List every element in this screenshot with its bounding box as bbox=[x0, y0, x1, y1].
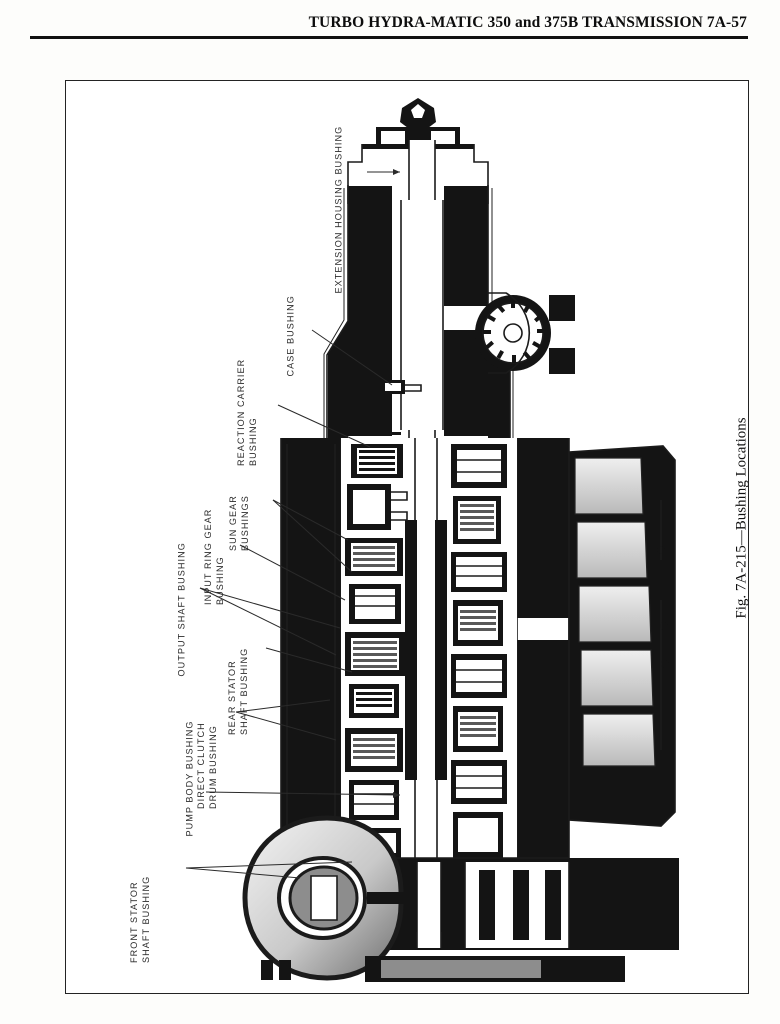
callout-line-1: SUN GEAR bbox=[228, 495, 238, 551]
header-rule bbox=[30, 36, 748, 39]
callout-line-2: SHAFT BUSHING bbox=[238, 647, 249, 735]
transmission-sectional-illustration bbox=[242, 98, 679, 982]
callout-line-1: REACTION CARRIER bbox=[236, 358, 246, 466]
callout-line-2: BUSHING bbox=[214, 556, 225, 605]
callout-line-1: INPUT RING GEAR bbox=[203, 508, 213, 605]
callout-line-1: FRONT STATOR bbox=[129, 881, 139, 963]
callout-line-2: BUSHING bbox=[247, 417, 258, 466]
callout-line-2: DRUM BUSHING bbox=[207, 725, 218, 809]
callout-line-2: BUSHINGS bbox=[239, 495, 250, 551]
callout-line-1: CASE BUSHING bbox=[285, 295, 296, 377]
callout-case-bushing: CASE BUSHING bbox=[286, 295, 298, 376]
callout-input-ring-gear-bushing: INPUT RING GEAR BUSHING bbox=[203, 509, 226, 605]
callout-line-1: PUMP BODY BUSHING bbox=[184, 720, 195, 837]
callout-line-1: OUTPUT SHAFT BUSHING bbox=[176, 542, 187, 677]
callout-output-shaft-bushing: OUTPUT SHAFT BUSHING bbox=[177, 542, 189, 676]
callout-extension-housing-bushing: EXTENSION HOUSING BUSHING bbox=[334, 126, 346, 294]
callout-direct-clutch-drum-bushing: DIRECT CLUTCH DRUM BUSHING bbox=[196, 722, 219, 809]
page-header: TURBO HYDRA-MATIC 350 and 375B TRANSMISS… bbox=[0, 8, 780, 38]
callout-line-1: EXTENSION HOUSING BUSHING bbox=[333, 125, 344, 294]
callout-line-2: SHAFT BUSHING bbox=[140, 875, 151, 963]
running-head-title: TURBO HYDRA-MATIC 350 and 375B TRANSMISS… bbox=[308, 14, 747, 31]
callout-pump-body-bushing: PUMP BODY BUSHING bbox=[185, 720, 197, 836]
callout-front-stator-shaft-bushing: FRONT STATOR SHAFT BUSHING bbox=[129, 876, 152, 963]
callout-rear-stator-shaft-bushing: REAR STATOR SHAFT BUSHING bbox=[227, 648, 250, 735]
callout-line-1: REAR STATOR bbox=[227, 660, 237, 735]
callout-line-1: DIRECT CLUTCH bbox=[196, 722, 206, 809]
figure-caption: Fig. 7A-215—Bushing Locations bbox=[733, 417, 750, 619]
callout-reaction-carrier-bushing: REACTION CARRIER BUSHING bbox=[236, 359, 259, 466]
callout-sun-gear-bushings: SUN GEAR BUSHINGS bbox=[228, 495, 251, 551]
